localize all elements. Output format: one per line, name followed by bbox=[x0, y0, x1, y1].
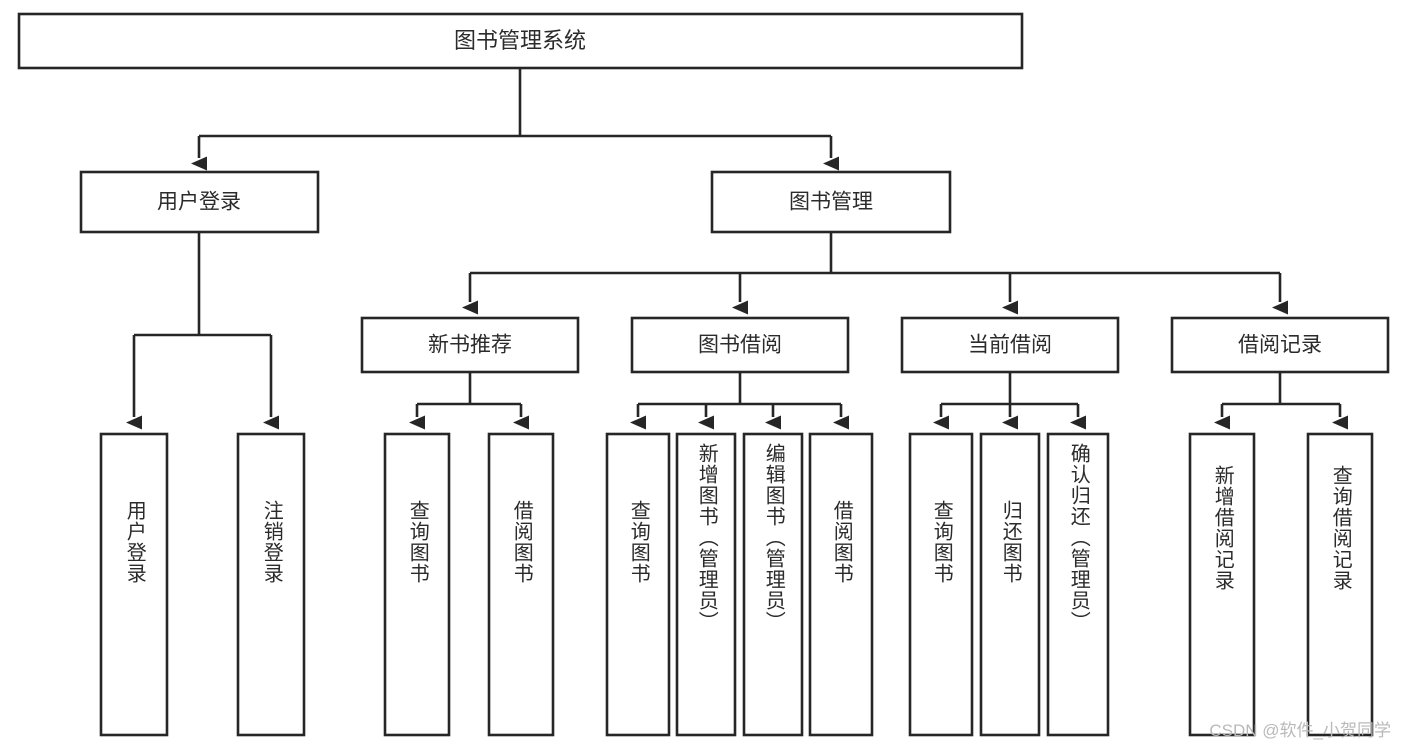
node-borrow-records-box[interactable] bbox=[1170, 316, 1390, 374]
leaf-query-book-3-box[interactable] bbox=[908, 432, 974, 737]
node-root[interactable]: 图书管理系统 bbox=[17, 12, 1024, 70]
node-user-login[interactable]: 用户登录 bbox=[79, 170, 320, 234]
node-new-book-recommend-box[interactable] bbox=[360, 316, 580, 374]
node-current-borrow-label: 当前借阅 bbox=[968, 334, 1052, 357]
leaf-query-book-1-box[interactable] bbox=[383, 432, 451, 737]
node-root-box[interactable] bbox=[17, 12, 1024, 70]
edge-group-user-login-to-leaves bbox=[126, 232, 279, 430]
node-current-borrow[interactable]: 当前借阅 bbox=[900, 316, 1120, 374]
leaf-add-record-box[interactable] bbox=[1188, 432, 1256, 737]
node-user-login-box[interactable] bbox=[79, 170, 320, 234]
edge-group-book-management-to-level3 bbox=[462, 232, 1288, 315]
leaf-boxes bbox=[99, 432, 1374, 737]
node-root-label: 图书管理系统 bbox=[454, 28, 586, 53]
node-borrow-records[interactable]: 借阅记录 bbox=[1170, 316, 1390, 374]
node-new-book-recommend-label: 新书推荐 bbox=[428, 334, 512, 357]
leaf-borrow-book-1-box[interactable] bbox=[487, 432, 555, 737]
csdn-watermark: CSDN @软件_小贺同学 bbox=[1209, 721, 1391, 740]
node-book-borrow[interactable]: 图书借阅 bbox=[630, 316, 850, 374]
edge-group-borrow-records-to-leaves bbox=[1214, 372, 1348, 430]
edge-group-root-to-level2 bbox=[191, 68, 839, 171]
node-book-management-box[interactable] bbox=[710, 170, 952, 234]
leaf-user-logout-box[interactable] bbox=[236, 432, 306, 737]
edge-group-current-borrow-to-leaves bbox=[933, 372, 1086, 430]
node-book-management-label: 图书管理 bbox=[789, 191, 873, 214]
edge-group-book-borrow-to-leaves bbox=[630, 372, 849, 430]
leaf-add-book-box[interactable] bbox=[675, 432, 737, 737]
node-book-borrow-label: 图书借阅 bbox=[698, 334, 782, 357]
leaf-confirm-return-box[interactable] bbox=[1046, 432, 1110, 737]
node-borrow-records-label: 借阅记录 bbox=[1238, 334, 1322, 357]
leaf-edit-book-box[interactable] bbox=[742, 432, 804, 737]
node-new-book-recommend[interactable]: 新书推荐 bbox=[360, 316, 580, 374]
node-user-login-label: 用户登录 bbox=[157, 191, 241, 214]
leaf-query-book-2-box[interactable] bbox=[605, 432, 671, 737]
node-book-borrow-box[interactable] bbox=[630, 316, 850, 374]
leaf-user-login-box[interactable] bbox=[99, 432, 169, 737]
node-book-management[interactable]: 图书管理 bbox=[710, 170, 952, 234]
leaf-borrow-book-2-box[interactable] bbox=[808, 432, 874, 737]
edge-group-new-book-recommend-to-leaves bbox=[409, 372, 529, 430]
leaf-return-book-box[interactable] bbox=[979, 432, 1041, 737]
node-current-borrow-box[interactable] bbox=[900, 316, 1120, 374]
leaf-query-record-box[interactable] bbox=[1306, 432, 1374, 737]
